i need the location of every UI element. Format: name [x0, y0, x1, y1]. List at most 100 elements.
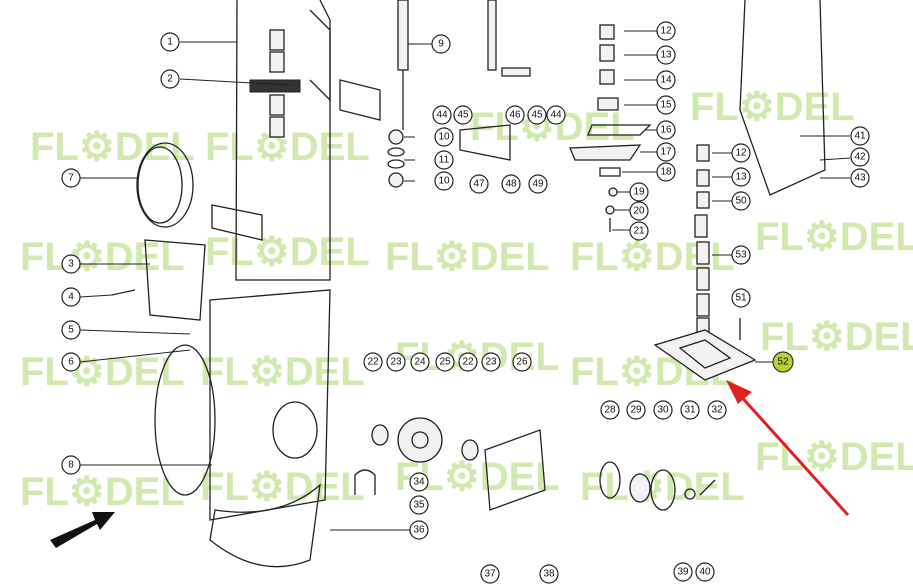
callout[interactable]: 23 [481, 352, 501, 372]
housing-side [309, 9, 331, 102]
callout[interactable]: 9 [431, 34, 451, 54]
callout[interactable]: 45 [453, 105, 473, 125]
rod [397, 0, 409, 71]
callout[interactable]: 35 [409, 495, 429, 515]
hub-flange-2 [650, 469, 676, 511]
callout[interactable]: 22 [363, 352, 383, 372]
callout[interactable]: 3 [61, 254, 81, 274]
callout[interactable]: 50 [731, 191, 751, 211]
callout[interactable]: 39 [673, 562, 693, 582]
callout-label: 32 [711, 405, 723, 416]
callout[interactable]: 26 [512, 352, 532, 372]
callout[interactable]: 1 [160, 32, 180, 52]
callout[interactable]: 41 [850, 126, 870, 146]
watermark: FL⚙DEL [755, 215, 913, 259]
callout[interactable]: 31 [680, 400, 700, 420]
callout-label: 30 [657, 405, 669, 416]
callout[interactable]: 18 [656, 162, 676, 182]
callout[interactable]: 12 [731, 143, 751, 163]
callout[interactable]: 19 [629, 182, 649, 202]
callout-label: 22 [462, 357, 474, 368]
callout[interactable]: 30 [653, 400, 673, 420]
callout[interactable]: 53 [731, 245, 751, 265]
callout[interactable]: 34 [409, 472, 429, 492]
callout[interactable]: 8 [61, 455, 81, 475]
callout[interactable]: 11 [434, 150, 454, 170]
fan-inlet [154, 344, 216, 496]
callout[interactable]: 36 [409, 520, 429, 540]
callout-label: 49 [532, 179, 544, 190]
clip [599, 167, 621, 177]
callout[interactable]: 12 [656, 21, 676, 41]
callout-label: 8 [68, 460, 74, 471]
callout-label: 29 [630, 405, 642, 416]
callout[interactable]: 13 [731, 167, 751, 187]
callout-label: 34 [413, 477, 425, 488]
callout[interactable]: 4 [61, 287, 81, 307]
callout[interactable]: 37 [480, 564, 500, 584]
callout[interactable]: 7 [61, 168, 81, 188]
callout[interactable]: 2 [160, 69, 180, 89]
callout[interactable]: 48 [501, 174, 521, 194]
callout[interactable]: 44 [432, 105, 452, 125]
pivot-bracket [459, 124, 511, 161]
hub-washer [684, 488, 696, 500]
callout-label: 14 [660, 75, 672, 86]
callout[interactable]: 32 [707, 400, 727, 420]
pin [501, 67, 531, 77]
callout[interactable]: 24 [410, 352, 430, 372]
callout-label: 6 [68, 357, 74, 368]
callout[interactable]: 28 [600, 400, 620, 420]
callout[interactable]: 46 [505, 105, 525, 125]
callout[interactable]: 13 [656, 45, 676, 65]
callout-label: 22 [367, 357, 379, 368]
callout[interactable]: 25 [435, 352, 455, 372]
ring-band-inner [137, 146, 183, 224]
callout[interactable]: 49 [528, 174, 548, 194]
callout-label: 13 [660, 50, 672, 61]
callout[interactable]: 17 [656, 142, 676, 162]
cover-plate [144, 239, 206, 321]
plate [587, 124, 652, 136]
bearing [371, 424, 389, 446]
callout[interactable]: 10 [434, 171, 454, 191]
callout[interactable]: 5 [61, 320, 81, 340]
link [599, 44, 615, 62]
callout[interactable]: 51 [731, 288, 751, 308]
watermark: FL⚙DEL [20, 235, 185, 279]
callout[interactable]: 14 [656, 70, 676, 90]
callout[interactable]: 22 [458, 352, 478, 372]
callout[interactable]: 21 [629, 221, 649, 241]
callout[interactable]: 15 [656, 95, 676, 115]
callout[interactable]: 47 [469, 174, 489, 194]
callout[interactable]: 10 [434, 127, 454, 147]
nut [608, 187, 618, 197]
callout[interactable]: 6 [61, 352, 81, 372]
callout[interactable]: 20 [629, 201, 649, 221]
callout-label: 36 [413, 525, 425, 536]
conveyor-chain [694, 144, 710, 337]
bracket [211, 204, 263, 241]
callout-label: 37 [484, 569, 496, 580]
callout-highlighted[interactable]: 52 [772, 351, 794, 373]
callout[interactable]: 40 [695, 562, 715, 582]
callout[interactable]: 38 [539, 564, 559, 584]
callout-label: 7 [68, 173, 74, 184]
callout[interactable]: 29 [626, 400, 646, 420]
callout-label: 12 [735, 148, 747, 159]
callout-label: 11 [439, 155, 450, 166]
hub-bolt [699, 479, 716, 496]
callout-label: 24 [414, 357, 426, 368]
callout[interactable]: 44 [546, 105, 566, 125]
callout[interactable]: 45 [527, 105, 547, 125]
callout-label: 44 [436, 110, 448, 121]
callout[interactable]: 23 [386, 352, 406, 372]
nut [388, 172, 404, 188]
callout[interactable]: 42 [850, 147, 870, 167]
callout-label: 17 [660, 147, 672, 158]
callout[interactable]: 43 [850, 168, 870, 188]
callout[interactable]: 16 [656, 120, 676, 140]
leader-lines [79, 30, 851, 531]
